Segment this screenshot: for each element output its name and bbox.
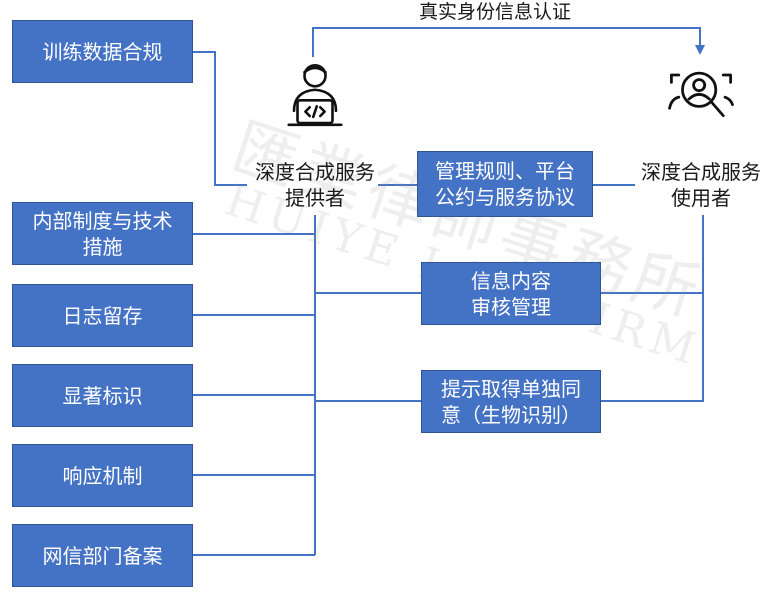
box-log-retention: 日志留存 (12, 284, 193, 347)
training-data-connector (193, 51, 247, 186)
box-training-data-line1: 训练数据合规 (42, 39, 163, 64)
box-training-data: 训练数据合规 (12, 20, 193, 83)
user-trunk-line (601, 215, 704, 294)
box-labeling: 显著标识 (12, 364, 193, 427)
box-labeling-line1: 显著标识 (62, 383, 143, 408)
box-rules-agreements: 管理规则、平台 公约与服务协议 (417, 151, 593, 217)
box-filing-line1: 网信部门备案 (42, 543, 163, 568)
box-filing: 网信部门备案 (12, 524, 193, 587)
box-content-review-line2: 审核管理 (471, 294, 551, 319)
provider-label-line1: 深度合成服务 (255, 160, 375, 184)
identity-verification-arrow (312, 27, 705, 57)
provider-label-line2: 提供者 (285, 186, 345, 210)
box-rules-agreements-line2: 公约与服务协议 (435, 185, 575, 209)
box-response: 响应机制 (12, 444, 193, 507)
box-biometric-consent-line1: 提示取得单独同 (441, 376, 581, 401)
user-consent-connector (601, 293, 704, 402)
box-biometric-consent-line2: 意（生物识别） (441, 402, 581, 427)
user-search-icon (668, 71, 734, 118)
user-label-line2: 使用者 (671, 186, 731, 210)
box-internal-measures: 内部制度与技术 措施 (12, 202, 193, 265)
provider-label: 深度合成服务 提供者 (235, 159, 395, 211)
box-biometric-consent: 提示取得单独同 意（生物识别） (421, 370, 601, 433)
box-content-review: 信息内容 审核管理 (421, 262, 601, 325)
user-label: 深度合成服务 使用者 (626, 159, 769, 211)
identity-verification-label: 真实身份信息认证 (418, 1, 571, 23)
box-response-line1: 响应机制 (62, 463, 143, 488)
user-label-line1: 深度合成服务 (641, 160, 761, 184)
box-rules-agreements-line1: 管理规则、平台 (435, 159, 575, 183)
box-internal-measures-line2: 措施 (82, 234, 123, 259)
box-internal-measures-line1: 内部制度与技术 (32, 208, 173, 233)
box-log-retention-line1: 日志留存 (62, 303, 143, 328)
box-content-review-line1: 信息内容 (471, 268, 551, 293)
developer-laptop-icon (287, 63, 343, 127)
